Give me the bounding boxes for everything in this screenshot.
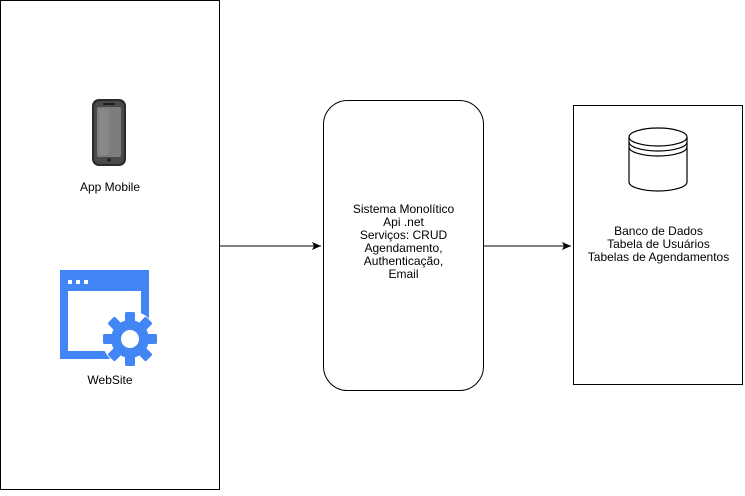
- smartphone-icon: [92, 99, 126, 166]
- monolith-line: Email: [388, 267, 419, 281]
- database-line: Banco de Dados: [614, 224, 703, 238]
- clients-container[interactable]: [0, 0, 220, 490]
- browser-gear-icon: [60, 270, 158, 367]
- monolith-line: Serviços: CRUD: [359, 228, 448, 242]
- database-label: Banco de Dados Tabela de Usuários Tabela…: [574, 225, 743, 264]
- gear-icon: [102, 311, 158, 367]
- monolith-label: Sistema Monolítico Api .net Serviços: CR…: [323, 203, 484, 281]
- database-line: Tabela de Usuários: [607, 237, 710, 251]
- monolith-line: Sistema Monolítico: [352, 202, 455, 216]
- database-line: Tabelas de Agendamentos: [587, 250, 730, 264]
- monolith-box[interactable]: [323, 100, 484, 391]
- monolith-line: Agendamento,: [364, 241, 443, 255]
- mobile-label: App Mobile: [79, 180, 141, 194]
- monolith-line: Authenticação,: [363, 254, 444, 268]
- monolith-line: Api .net: [383, 215, 424, 229]
- database-cylinder-icon: [628, 127, 688, 192]
- website-label: WebSite: [87, 373, 133, 387]
